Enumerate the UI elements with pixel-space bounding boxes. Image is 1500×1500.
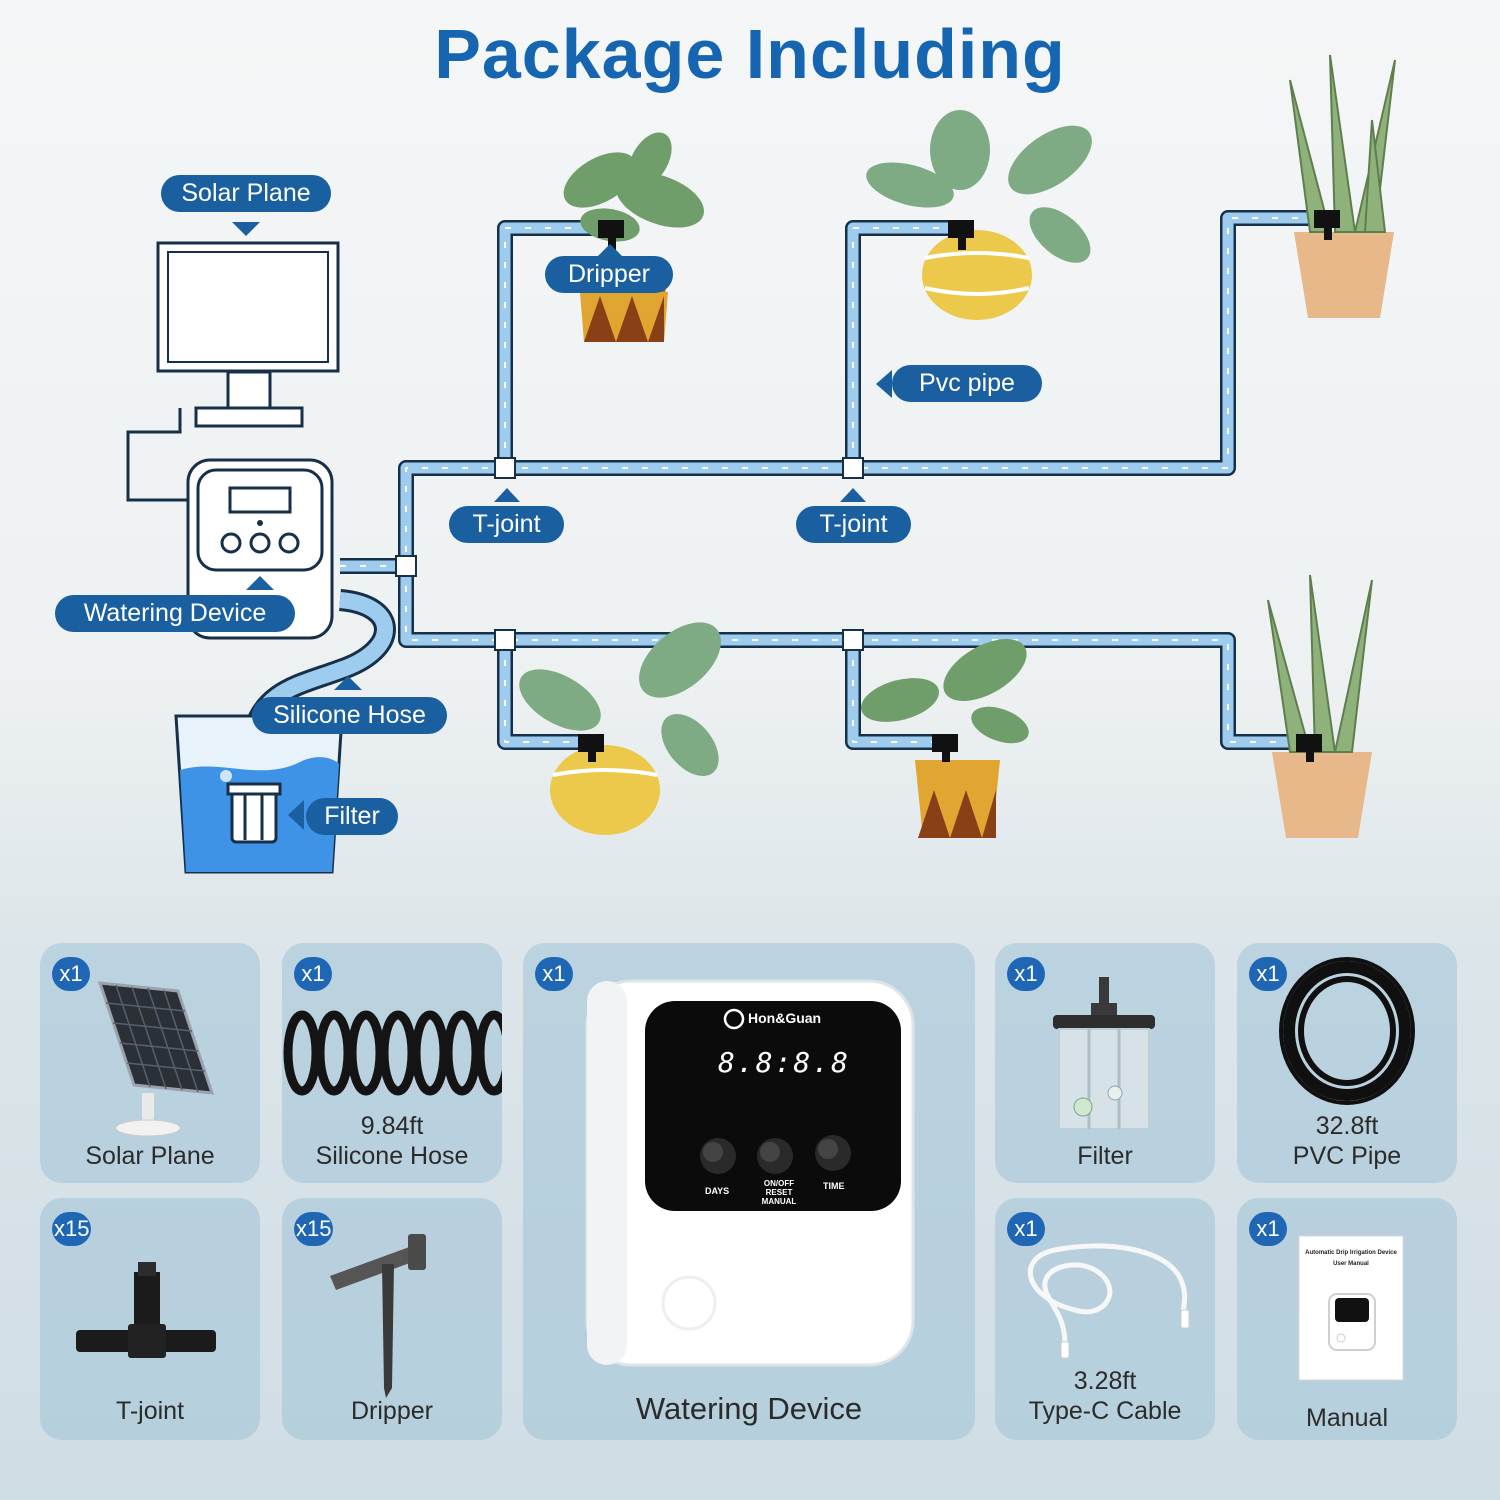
item-card-pvc-pipe: x1 32.8ft PVC Pipe [1237,943,1457,1183]
item-card-silicone-hose: x1 9.84ft Silicone Hose [282,943,502,1183]
label-filter: Filter [306,798,398,835]
filter-icon [226,782,282,844]
label-dripper: Dripper [545,256,673,293]
t-joint-markers [395,457,864,651]
quantity-badge: x1 [535,957,573,991]
t-joint-icon [76,1262,216,1358]
item-length: 3.28ft [1073,1367,1137,1395]
item-card-dripper: x15 Dripper [282,1198,502,1440]
item-label: T-joint [115,1397,185,1425]
plant-pot-icon [519,622,721,835]
item-card-solar-plane: x1 Solar Plane [40,943,260,1183]
plant-pot-icon [866,110,1092,320]
watering-device-diagram-icon [186,458,334,640]
device-brand: Hon&Guan [748,1010,822,1026]
irrigation-diagram [126,54,1396,874]
item-card-t-joint: x15 T-joint [40,1198,260,1440]
quantity-badge: x1 [1007,957,1045,991]
item-label: Solar Plane [85,1142,215,1170]
pvc-coil-icon [1279,957,1415,1105]
label-watering-device: Watering Device [55,595,295,632]
quantity-badge: x1 [1249,957,1287,991]
device-button-time: TIME [823,1181,845,1191]
plant-pot-icon [861,639,1029,838]
device-button-days: DAYS [705,1186,730,1196]
manual-title: Automatic Drip Irrigation Device [1305,1250,1397,1256]
solar-panel-icon [97,981,215,1137]
quantity-badge: x1 [294,957,332,991]
label-t-joint-1: T-joint [449,506,564,543]
item-label: Watering Device [635,1391,863,1426]
quantity-badge: x1 [1249,1212,1287,1246]
item-label: Silicone Hose [315,1142,469,1170]
device-button-onoff: ON/OFF RESET MANUAL [761,1179,797,1206]
coiled-hose-icon [283,1010,502,1096]
quantity-badge: x1 [52,957,90,991]
label-t-joint-2: T-joint [796,506,911,543]
item-card-manual: Automatic Drip Irrigation Device User Ma… [1237,1198,1457,1440]
item-card-watering-device: Hon&Guan 8.8:8.8 DAYS ON/OFF RESET MANUA… [523,943,975,1440]
item-card-filter: x1 Filter [995,943,1215,1183]
item-label: Manual [1306,1404,1388,1432]
filter-icon [1053,977,1155,1130]
snake-plant-pot-icon [1267,574,1373,838]
manual-icon [1298,1235,1404,1381]
item-label: Dripper [351,1397,433,1425]
item-length: 32.8ft [1315,1112,1379,1140]
label-pvc-pipe: Pvc pipe [892,365,1042,402]
dripper-icon [330,1234,426,1398]
item-label: Filter [1077,1142,1133,1170]
quantity-badge: x15 [294,1212,334,1246]
item-card-type-c-cable: x1 3.28ft Type-C Cable [995,1198,1215,1440]
label-silicone-hose: Silicone Hose [252,697,447,734]
item-label: Type-C Cable [1028,1397,1182,1425]
quantity-badge: x1 [1007,1212,1045,1246]
label-solar-plane: Solar Plane [161,175,331,212]
type-c-cable-icon [1027,1243,1190,1359]
solar-panel-diagram-icon [156,241,340,428]
item-label: PVC Pipe [1292,1142,1402,1170]
pvc-pipe-network [340,210,1320,750]
dripper-markers [578,210,1340,762]
manual-subtitle: User Manual [1333,1261,1369,1267]
label-pointers [232,222,892,830]
device-display: 8.8:8.8 [718,1046,851,1079]
item-length: 9.84ft [360,1112,424,1140]
watering-device-icon [585,979,915,1367]
snake-plant-pot-icon [1289,54,1396,318]
quantity-badge: x15 [52,1212,92,1246]
page-title: Package Including [434,15,1066,93]
water-bucket-icon [174,714,344,874]
